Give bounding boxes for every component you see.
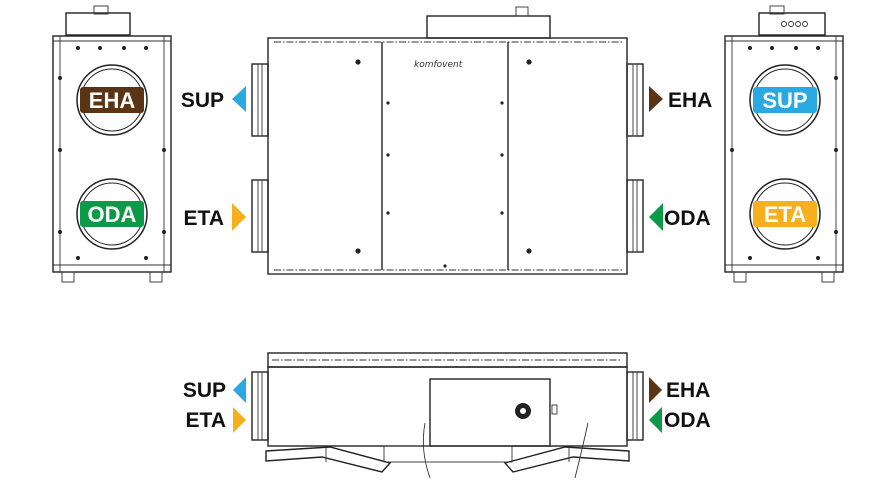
front-eta-arrow: ETA [184, 203, 246, 231]
left-side-oda-label: ODA [88, 202, 137, 227]
left-side-view: EHA ODA [52, 5, 172, 283]
left-side-eha-badge: EHA [80, 87, 144, 113]
bottom-sup-arrow: SUP [183, 377, 246, 403]
bottom-view: SUP ETA EHA ODA [183, 352, 711, 479]
front-sup-label: SUP [181, 89, 224, 112]
bottom-eta-label: ETA [186, 409, 226, 432]
bottom-oda-arrow: ODA [649, 407, 711, 433]
right-side-sup-label: SUP [762, 88, 807, 113]
front-oda-label: ODA [664, 207, 711, 230]
front-sup-arrow: SUP [181, 86, 246, 112]
left-side-eha-label: EHA [89, 88, 136, 113]
right-side-eta-badge: ETA [753, 201, 817, 227]
right-side-sup-badge: SUP [753, 87, 817, 113]
front-view: komfovent SUP ETA EHA ODA [181, 6, 712, 275]
front-eha-label: EHA [668, 89, 712, 112]
front-eta-label: ETA [184, 207, 224, 230]
left-side-oda-badge: ODA [80, 201, 144, 227]
bottom-sup-label: SUP [183, 379, 226, 402]
front-eha-arrow: EHA [649, 86, 712, 112]
right-side-view: SUP ETA [724, 5, 844, 283]
bottom-eta-arrow: ETA [186, 407, 246, 433]
front-oda-arrow: ODA [649, 203, 711, 231]
bottom-eha-arrow: EHA [649, 377, 710, 403]
right-side-eta-label: ETA [764, 202, 806, 227]
brand-label: komfovent [414, 60, 463, 70]
bottom-oda-label: ODA [664, 409, 711, 432]
bottom-eha-label: EHA [666, 379, 710, 402]
